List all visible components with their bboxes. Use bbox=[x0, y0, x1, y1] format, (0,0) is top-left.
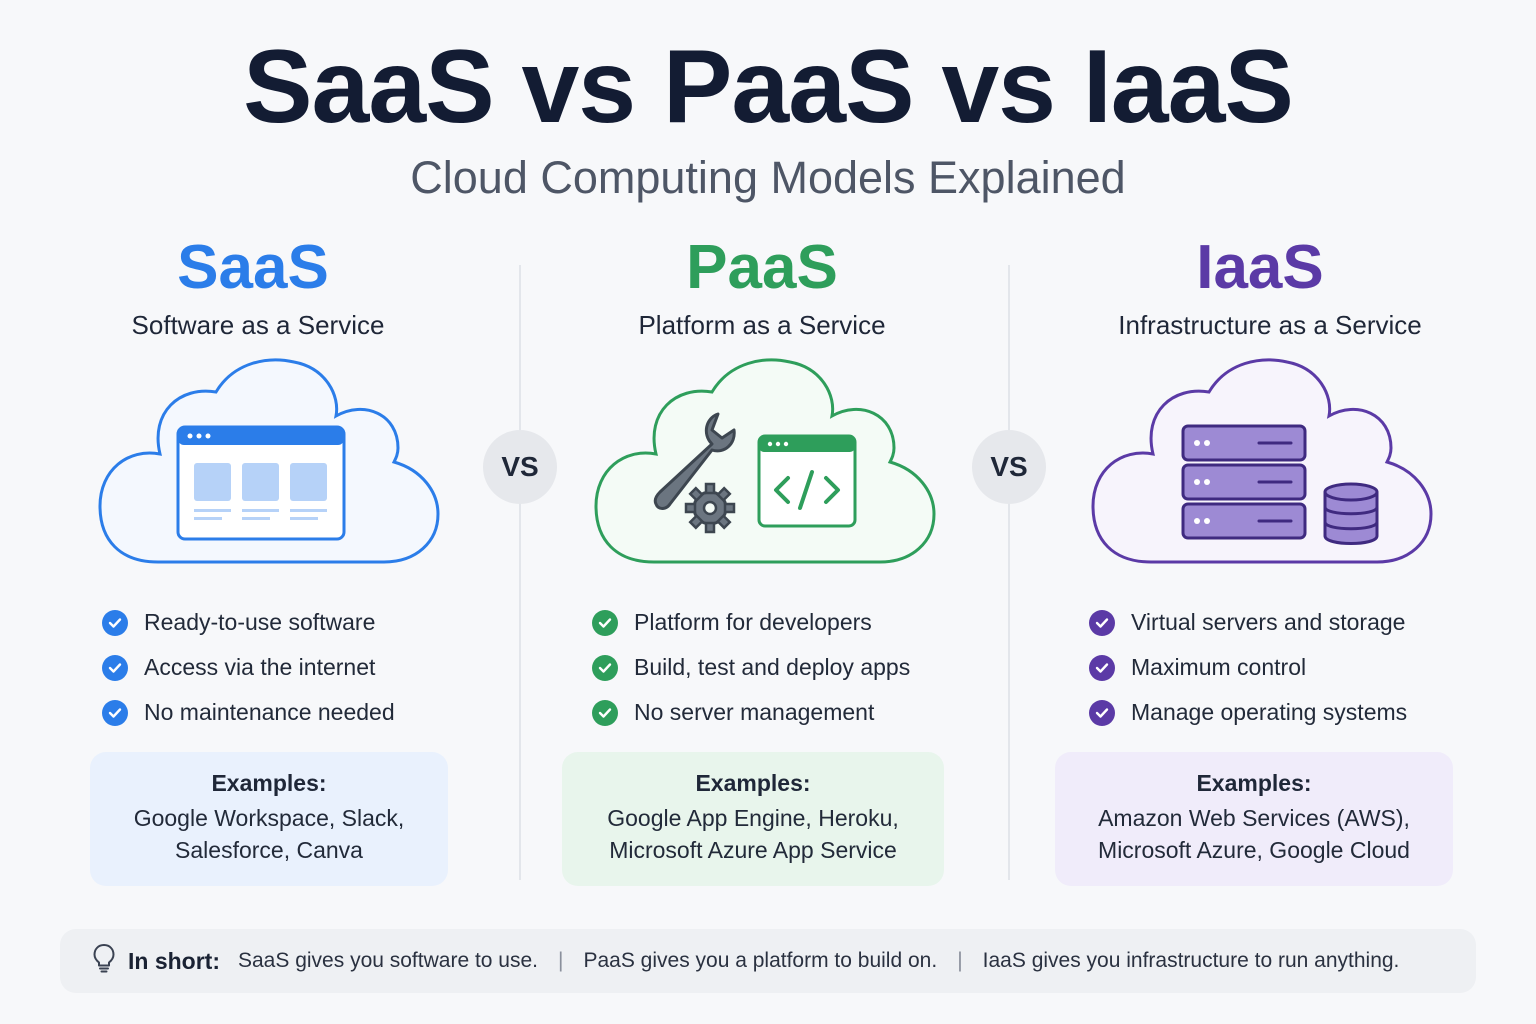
feature-text: No maintenance needed bbox=[144, 699, 395, 725]
check-icon bbox=[592, 699, 618, 726]
column-divider bbox=[1008, 265, 1010, 880]
saas-feature-list: Ready-to-use software Access via the int… bbox=[102, 600, 395, 735]
feature-text: Access via the internet bbox=[144, 654, 376, 680]
examples-text: Google Workspace, Slack, Salesforce, Can… bbox=[133, 805, 405, 863]
examples-text: Google App Engine, Heroku, Microsoft Azu… bbox=[607, 805, 899, 863]
saas-name: Software as a Service bbox=[131, 310, 385, 340]
check-icon bbox=[1089, 654, 1115, 681]
summary-paas: PaaS gives you a platform to build on. bbox=[583, 949, 938, 972]
list-item: No maintenance needed bbox=[102, 690, 395, 735]
paas-name: Platform as a Service bbox=[638, 310, 886, 340]
check-icon bbox=[102, 654, 128, 681]
feature-text: Maximum control bbox=[1131, 654, 1307, 680]
list-item: Access via the internet bbox=[102, 645, 395, 690]
feature-text: No server management bbox=[634, 699, 875, 725]
feature-text: Manage operating systems bbox=[1131, 699, 1408, 725]
check-icon bbox=[1089, 699, 1115, 726]
iaas-examples-box: Examples: Amazon Web Services (AWS), Mic… bbox=[1055, 752, 1453, 886]
list-item: Maximum control bbox=[1089, 645, 1407, 690]
check-icon bbox=[592, 654, 618, 681]
iaas-feature-list: Virtual servers and storage Maximum cont… bbox=[1089, 600, 1407, 735]
summary-iaas: IaaS gives you infrastructure to run any… bbox=[982, 949, 1400, 972]
browser-window-icon bbox=[98, 354, 442, 566]
examples-title: Examples: bbox=[695, 770, 811, 796]
list-item: Manage operating systems bbox=[1089, 690, 1407, 735]
paas-abbr: PaaS bbox=[686, 233, 838, 302]
list-item: Platform for developers bbox=[592, 600, 910, 645]
summary-separator: | bbox=[957, 949, 963, 972]
lightbulb-icon bbox=[92, 943, 116, 979]
check-icon bbox=[102, 609, 128, 636]
list-item: Ready-to-use software bbox=[102, 600, 395, 645]
examples-text: Amazon Web Services (AWS), Microsoft Azu… bbox=[1098, 805, 1410, 863]
list-item: Build, test and deploy apps bbox=[592, 645, 910, 690]
wrench-gear-code-window-icon bbox=[594, 354, 938, 566]
summary-label: In short: bbox=[128, 947, 220, 974]
check-icon bbox=[592, 609, 618, 636]
saas-column: SaaS Software as a Service Ready-to-use … bbox=[88, 232, 448, 892]
iaas-abbr: IaaS bbox=[1196, 233, 1324, 302]
column-divider bbox=[519, 265, 521, 880]
paas-examples-box: Examples: Google App Engine, Heroku, Mic… bbox=[562, 752, 944, 886]
server-rack-database-icon bbox=[1091, 354, 1435, 566]
examples-title: Examples: bbox=[1196, 770, 1312, 796]
summary-bar: In short: SaaS gives you software to use… bbox=[60, 929, 1476, 993]
list-item: No server management bbox=[592, 690, 910, 735]
list-item: Virtual servers and storage bbox=[1089, 600, 1407, 645]
examples-title: Examples: bbox=[211, 770, 327, 796]
check-icon bbox=[102, 699, 128, 726]
feature-text: Platform for developers bbox=[634, 609, 872, 635]
feature-text: Ready-to-use software bbox=[144, 609, 376, 635]
summary-separator: | bbox=[558, 949, 564, 972]
paas-column: PaaS Platform as a Service bbox=[562, 232, 944, 892]
saas-abbr: SaaS bbox=[177, 233, 329, 302]
vs-badge: VS bbox=[972, 430, 1046, 504]
paas-feature-list: Platform for developers Build, test and … bbox=[592, 600, 910, 735]
vs-badge: VS bbox=[483, 430, 557, 504]
page-subtitle: Cloud Computing Models Explained bbox=[410, 152, 1126, 203]
page-title: SaaS vs PaaS vs IaaS bbox=[243, 29, 1294, 145]
feature-text: Virtual servers and storage bbox=[1131, 609, 1406, 635]
saas-examples-box: Examples: Google Workspace, Slack, Sales… bbox=[90, 752, 448, 886]
summary-saas: SaaS gives you software to use. bbox=[238, 949, 538, 972]
iaas-column: IaaS Infrastructure as a Service bbox=[1055, 232, 1455, 892]
iaas-name: Infrastructure as a Service bbox=[1118, 310, 1422, 340]
feature-text: Build, test and deploy apps bbox=[634, 654, 911, 680]
check-icon bbox=[1089, 609, 1115, 636]
